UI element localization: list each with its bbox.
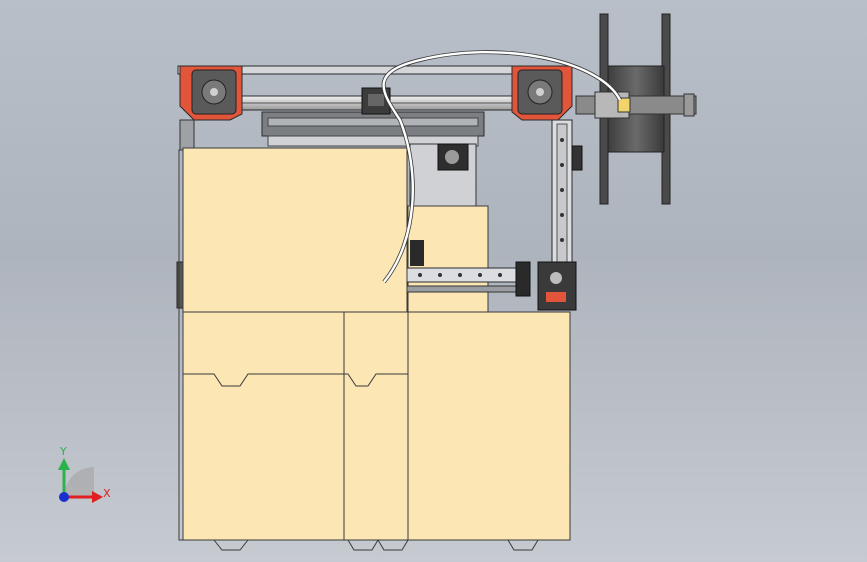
- filament-spool: [575, 13, 697, 205]
- right-motor-mount: [511, 65, 573, 121]
- coordinate-triad: Y X: [58, 445, 111, 503]
- left-edge-bracket: [176, 149, 184, 541]
- x-axis-rail: [403, 261, 577, 311]
- z-axis-origin: [59, 492, 69, 502]
- panel-seams: [183, 311, 570, 551]
- y-axis-label: Y: [59, 445, 67, 458]
- enclosure-panels: [182, 147, 571, 541]
- panel-upper-left: [182, 147, 408, 313]
- panel-middle: [343, 311, 409, 541]
- panel-lower-left: [182, 311, 345, 541]
- center-tower: [407, 143, 489, 313]
- right-column: [551, 119, 583, 271]
- x-axis-label: X: [103, 487, 111, 500]
- panel-right: [407, 311, 571, 541]
- filament-tube: [381, 50, 622, 284]
- left-motor-mount: [179, 65, 243, 151]
